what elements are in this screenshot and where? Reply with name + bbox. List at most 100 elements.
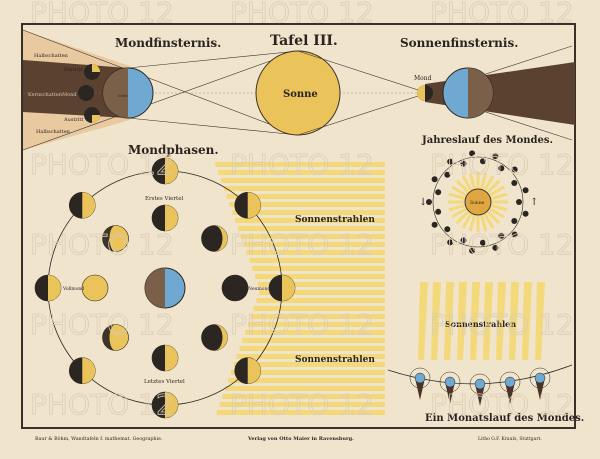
sun-ray <box>216 410 385 415</box>
footer-right: Litho G.F. Krauſs, Stuttgart. <box>478 436 542 442</box>
moon-position-icon <box>460 160 467 167</box>
outer-moon-icon <box>68 357 96 385</box>
sun-ray <box>225 386 385 391</box>
sun-ray <box>257 282 385 287</box>
watermark-text: PHOTO 12 <box>230 0 374 29</box>
sunbeam <box>455 179 470 194</box>
sun-ray <box>250 314 385 319</box>
watermark-text: PHOTO 12 <box>430 148 574 181</box>
watermark-text: PHOTO 12 <box>30 308 174 341</box>
moon-position-icon <box>460 237 467 244</box>
moon-label: Mond <box>62 92 77 98</box>
solar-eclipse-title: Sonnenfinsternis. <box>400 36 518 50</box>
earth-shadow <box>535 378 545 400</box>
watermark-text: PHOTO 12 <box>230 148 374 181</box>
sun-rays-label-top: Sonnenstrahlen <box>295 215 375 225</box>
watermark: PHOTO 12 PHOTO 12 PHOTO 12 PHOTO 12 PHOTO 12… <box>30 0 574 421</box>
sun-ray <box>222 394 385 399</box>
inner-moon-icon <box>151 344 179 372</box>
watermark-text: PHOTO 12 <box>230 388 374 421</box>
sunbeam <box>489 185 505 197</box>
watermark-text: PHOTO 12 <box>430 0 574 29</box>
sun-ray <box>233 362 385 367</box>
earth-icon <box>504 376 516 388</box>
moon-position-icon <box>511 179 518 186</box>
moon-position-icon <box>447 239 454 246</box>
last-quarter-label: Letztes Viertel <box>144 379 185 385</box>
sunbeam <box>451 185 467 197</box>
sun-ray <box>215 162 385 167</box>
sunbeam <box>461 175 473 191</box>
earth-icon <box>414 372 426 384</box>
outer-moon-icon <box>234 357 262 385</box>
sunbeam <box>448 192 465 200</box>
outer-moon-icon <box>268 274 296 302</box>
moon-position-icon <box>492 153 499 160</box>
sun-ray <box>252 266 385 271</box>
earth-shadow <box>415 378 425 400</box>
watermark-text: PHOTO 12 <box>430 388 574 421</box>
moon-position-icon <box>498 165 505 172</box>
sun-ray <box>218 170 385 175</box>
moon-position-icon <box>522 187 529 194</box>
moon-position-icon <box>469 247 476 254</box>
sun-ray <box>245 330 385 335</box>
earth-shadow <box>505 382 515 404</box>
sun-ray <box>243 242 385 247</box>
sun-ray <box>232 210 385 215</box>
moon-phases-title: Mondphasen. <box>128 143 219 157</box>
annual-sun-label: Sonne <box>470 200 485 206</box>
penumbra-bottom-label: Halbschatten <box>36 129 71 135</box>
earth-label: Erde <box>118 93 128 98</box>
sunbeam <box>491 192 508 200</box>
solar-eclipse-diagram: Mond Sonnenfinsternis. <box>297 36 575 141</box>
sunbeam <box>468 215 476 232</box>
sun-ray <box>219 402 385 407</box>
sun-ray <box>470 282 480 360</box>
sun-ray <box>418 282 428 360</box>
sunbeam <box>489 207 505 219</box>
exit-label: Austritt <box>63 117 83 123</box>
moon-position-icon <box>479 239 486 246</box>
sun-label: Sonne <box>283 89 318 100</box>
full-moon-label: Vollmond <box>62 286 84 292</box>
sun-ray <box>238 226 385 231</box>
sun-ray <box>253 306 385 311</box>
plate-frame <box>21 23 576 429</box>
plate-title: Tafel III. <box>270 33 338 49</box>
sunbeam <box>448 204 465 212</box>
sun-rays-label-month: Sonnenstrahlen <box>445 319 516 329</box>
sun-ray <box>239 346 385 351</box>
moon-position-icon <box>511 218 518 225</box>
watermark-text: PHOTO 12 <box>30 228 174 261</box>
moon-position-icon <box>431 221 438 228</box>
sunbeam <box>486 179 501 194</box>
sunbeam <box>483 213 495 229</box>
sun-ray <box>242 338 385 343</box>
sun-ray <box>444 282 454 360</box>
sun-ray <box>535 282 545 360</box>
sun-ray <box>240 234 385 239</box>
inner-moon-icon <box>81 274 109 302</box>
lunar-eclipse-diagram: Mondfinsternis. Halbschatten Eintritt Ke… <box>22 29 560 151</box>
sun-ray <box>229 202 385 207</box>
monthly-orbit-diagram: Sonnenstrahlen Ein Monatslauf des Mondes… <box>387 282 584 424</box>
lunar-eclipse-title: Mondfinsternis. <box>115 36 221 50</box>
footer-left: Baur & Böhm, Wandtafeln f. mathemat. Geo… <box>35 436 163 442</box>
moon-position-icon <box>498 232 505 239</box>
sunbeam <box>480 172 488 189</box>
annual-orbit-title: Jahreslauf des Mondes. <box>421 135 553 146</box>
watermark-text: PHOTO 12 <box>30 388 174 421</box>
watermark-text: PHOTO 12 <box>30 0 174 29</box>
sun-ray <box>246 250 385 255</box>
sun-ray <box>522 282 532 360</box>
sun-ray <box>483 282 493 360</box>
moon-position-icon <box>431 176 438 183</box>
sun-ray <box>431 282 441 360</box>
sun-icon <box>464 188 492 216</box>
earth-icon <box>444 376 456 388</box>
sun-ray <box>235 218 385 223</box>
moon-position-icon <box>444 226 451 233</box>
sun-ray <box>226 194 385 199</box>
